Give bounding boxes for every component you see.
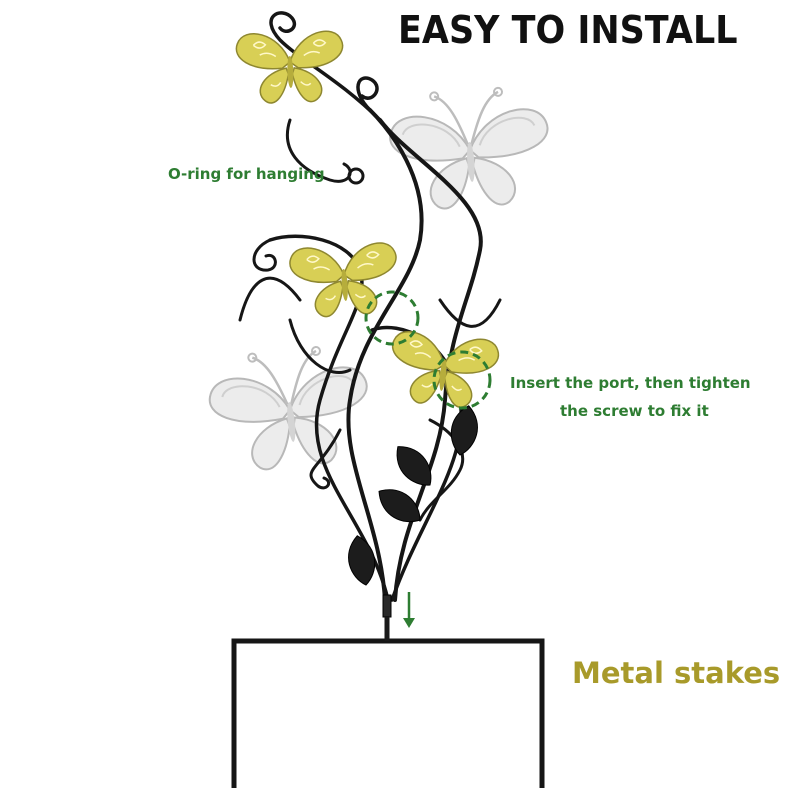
butterfly-icon <box>385 83 554 214</box>
metal-stake <box>231 638 545 788</box>
connector-joint <box>382 594 392 618</box>
oring-callout: O-ring for hanging <box>168 165 325 183</box>
callout-circles <box>364 290 492 410</box>
stakes-callout: Metal stakes <box>572 656 781 690</box>
iron-frame <box>238 11 502 602</box>
butterfly-icon <box>235 29 346 105</box>
leaf-icon <box>446 403 482 458</box>
page-title: EASY TO INSTALL <box>398 8 738 52</box>
insert-callout-line1: Insert the port, then tighten <box>510 374 751 392</box>
leaf-icon <box>371 480 428 532</box>
butterfly-icon <box>288 241 401 320</box>
arrow-down-icon <box>403 592 415 628</box>
insert-callout-line2: the screw to fix it <box>560 402 709 420</box>
